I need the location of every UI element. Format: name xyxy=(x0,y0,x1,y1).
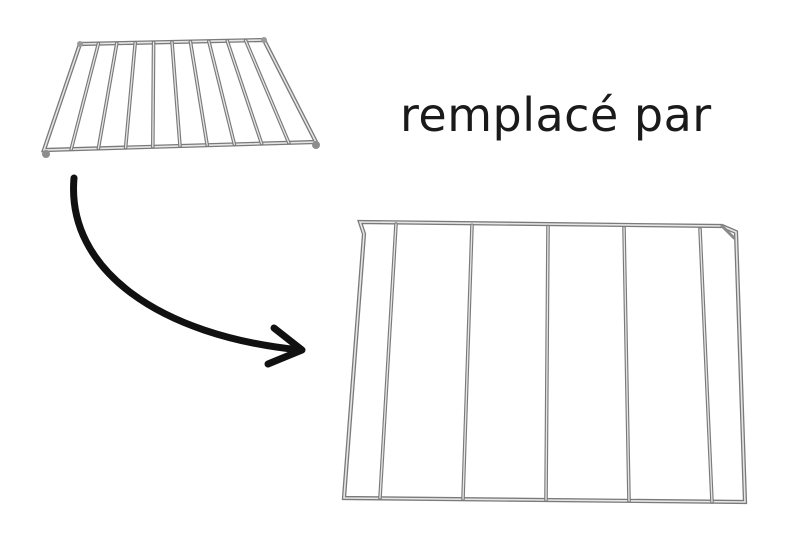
old-rack-bar-highlight xyxy=(70,42,100,150)
new-oven-rack xyxy=(341,219,748,505)
old-rack-bar-highlight xyxy=(189,40,208,146)
old-rack-foot-left xyxy=(42,150,50,158)
new-rack-bar-highlight xyxy=(462,224,473,500)
old-rack-bar-highlight xyxy=(171,41,181,147)
old-rack-hook-right xyxy=(261,37,267,43)
old-rack-crossbars xyxy=(69,38,291,151)
old-rack-hook-left xyxy=(77,41,83,47)
new-rack-bar-highlight xyxy=(379,223,397,499)
old-rack-bar-highlight xyxy=(97,42,118,150)
old-rack-bar-highlight xyxy=(124,42,136,149)
curved-arrow-icon xyxy=(70,174,306,368)
new-rack-bar-highlight xyxy=(623,227,630,502)
new-rack-frame-highlight xyxy=(343,221,746,503)
arrow-head xyxy=(264,324,306,368)
arrow-shaft xyxy=(70,174,304,354)
caption-text: remplacé par xyxy=(400,88,712,142)
old-rack-bar-highlight xyxy=(208,40,236,146)
new-rack-crossbars xyxy=(378,222,714,504)
old-oven-rack xyxy=(41,37,320,158)
old-rack-foot-right xyxy=(312,141,320,149)
old-rack-bar-highlight xyxy=(226,40,263,145)
new-rack-bar-highlight xyxy=(699,228,713,503)
new-rack-hook xyxy=(720,224,736,240)
old-rack-bar-highlight xyxy=(244,39,290,144)
new-rack-bar-highlight xyxy=(545,225,549,501)
old-rack-bar-highlight xyxy=(152,41,155,148)
